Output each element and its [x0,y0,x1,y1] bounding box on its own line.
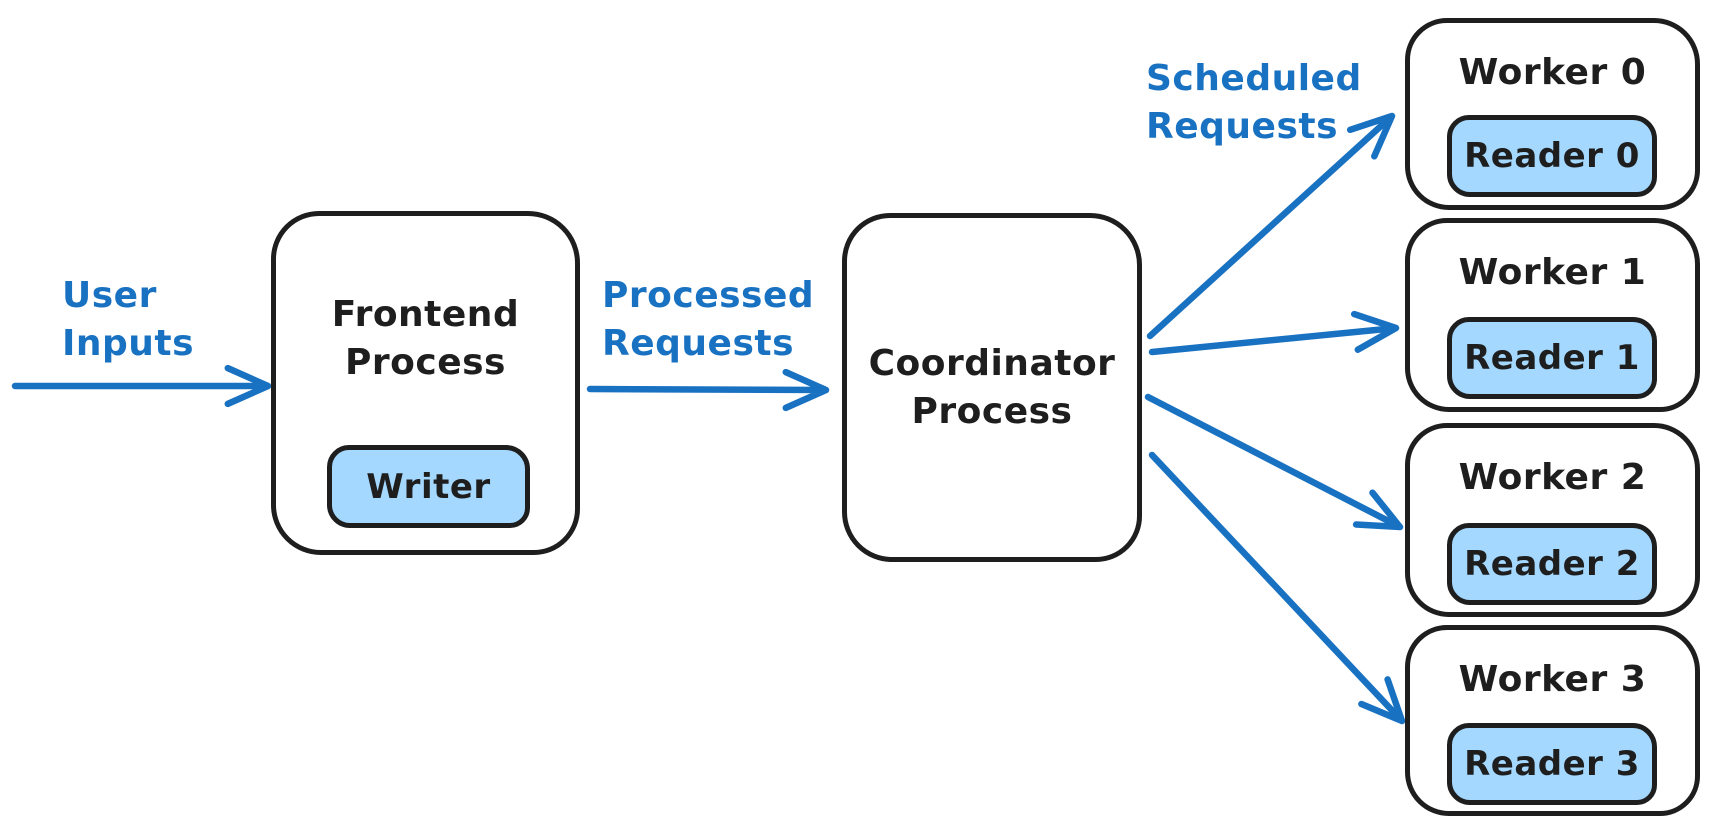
coordinator-process-title: Coordinator Process [868,342,1116,432]
writer-label: Writer [366,466,491,507]
processed-requests-label: Processed Requests [602,275,815,364]
arrow-to-worker-2 [1144,393,1404,531]
reader-0-chip: Reader 0 [1447,115,1657,197]
worker-2-node: Worker 2 Reader 2 [1405,423,1700,617]
arrow-processed-requests [586,368,830,412]
arrow-to-worker-3 [1148,451,1406,725]
reader-0-label: Reader 0 [1464,136,1640,176]
worker-0-node: Worker 0 Reader 0 [1405,18,1700,210]
reader-1-label: Reader 1 [1464,338,1640,378]
worker-2-title: Worker 2 [1458,457,1647,498]
worker-1-title: Worker 1 [1458,252,1647,293]
reader-3-label: Reader 3 [1464,744,1640,784]
writer-chip: Writer [327,445,530,528]
coordinator-process-node: Coordinator Process [842,213,1142,562]
arrow-user-inputs [11,364,272,408]
worker-3-title: Worker 3 [1458,659,1647,700]
worker-3-node: Worker 3 Reader 3 [1405,625,1700,816]
reader-2-label: Reader 2 [1464,544,1640,584]
frontend-process-title: Frontend Process [331,294,520,383]
scheduled-requests-label: Scheduled Requests [1146,58,1362,147]
user-inputs-label: User Inputs [62,275,195,364]
worker-1-node: Worker 1 Reader 1 [1405,218,1700,412]
reader-3-chip: Reader 3 [1447,723,1657,805]
arrow-to-worker-1 [1148,310,1400,356]
worker-0-title: Worker 0 [1458,52,1647,93]
frontend-process-node: Frontend Process Writer [271,211,580,555]
reader-1-chip: Reader 1 [1447,317,1657,399]
reader-2-chip: Reader 2 [1447,523,1657,605]
